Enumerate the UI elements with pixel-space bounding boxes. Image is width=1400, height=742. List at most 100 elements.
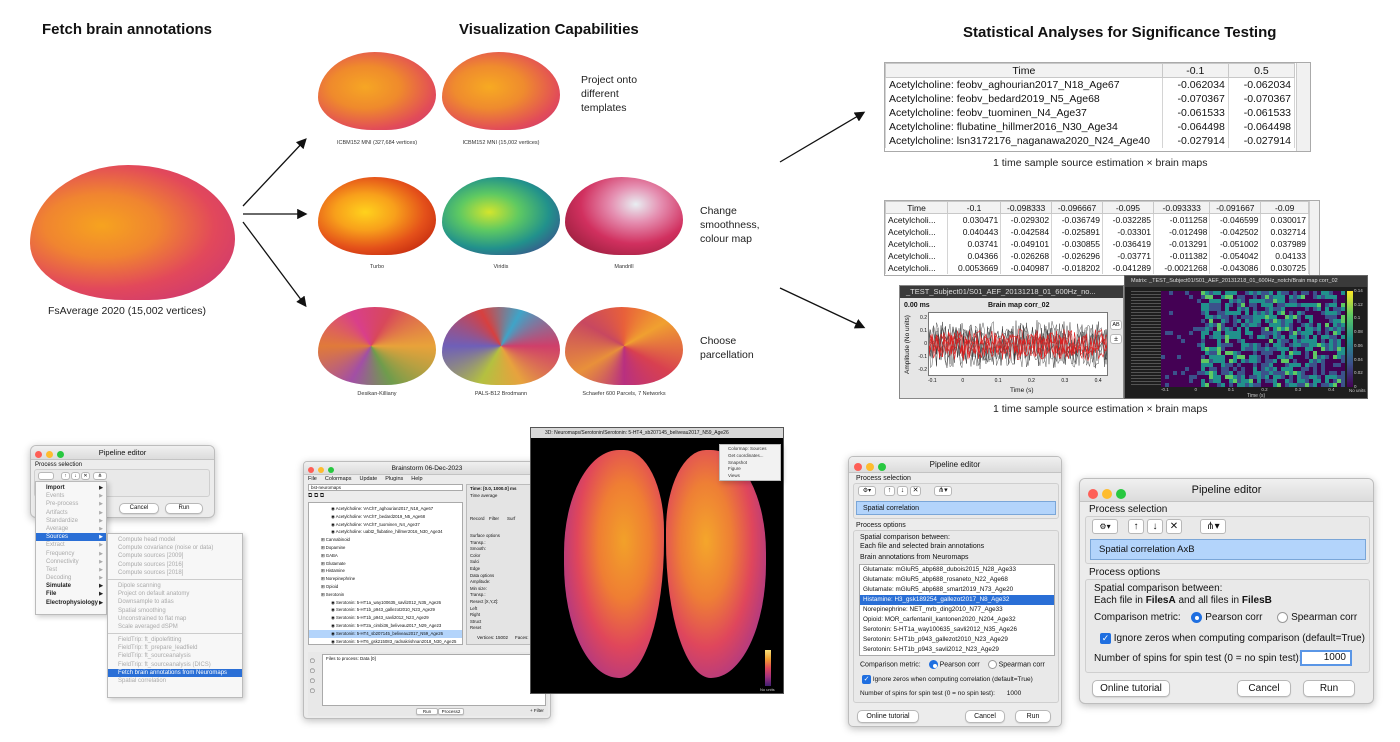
submenu-item[interactable]: Scale averaged dSPM [108,623,242,631]
submenu-item[interactable]: FieldTrip: ft_prepare_leadfield [108,644,242,652]
brainstorm-tree-item[interactable]: ◉ Acetylcholine: VAChT_bedard2019_N5_Age… [309,513,462,521]
table1-row[interactable]: Acetylcholine: feobv_aghourian2017_N18_A… [885,77,1296,92]
brainstorm-surf-tab[interactable]: Surf [507,516,516,521]
brainstorm-filter-tab[interactable]: Filter [489,516,499,521]
pe-big-spearman-radio[interactable] [1277,612,1289,623]
pe-big-add-icon[interactable]: ⚙▾ [1092,519,1118,534]
pe-mid-pearson-radio[interactable] [928,660,938,669]
submenu-item[interactable]: Project on default anatomy [108,590,242,598]
process-menu-item[interactable]: Connectivity▶ [36,558,106,566]
brainstorm-files-box[interactable]: Files to process: Data [0] [322,654,546,706]
view3d-menu-item[interactable]: Get coordinates... [720,453,780,460]
brainstorm-option[interactable]: Edge [470,565,481,571]
pe-mid-tree-icon[interactable]: ⋔▾ [934,486,952,496]
pe-big-pearson-radio[interactable] [1191,612,1203,623]
submenu-item[interactable]: Fetch brain annotations from Neuromaps [108,668,242,677]
brainstorm-process-icons[interactable]: ▢▢▢▢ [310,658,315,694]
pe-big-run-button[interactable]: Run [1303,680,1355,697]
pe-mid-add-icon[interactable]: ⚙▾ [858,486,876,496]
brainstorm-tree-item[interactable]: ⊞ Glutamate [309,560,462,568]
annotation-list-item[interactable]: Opioid: MOR_carfentanil_kantonen2020_N20… [860,615,1054,625]
pe-small-run-button[interactable]: Run [165,503,203,514]
submenu-item[interactable]: Dipole scanning [108,582,242,590]
brainstorm-tree-item[interactable]: ⊞ Serotonin [309,591,462,599]
submenu-item[interactable]: Compute sources [2009] [108,552,242,560]
process-menu-item[interactable]: Test▶ [36,566,106,574]
pe-mid-spins-input[interactable]: 1000 [1006,690,1022,697]
pe-mid-selected-process[interactable]: Spatial correlation [856,501,1056,515]
brainstorm-option[interactable]: Right [470,612,481,618]
process-menu-item[interactable]: Electrophysiology▶ [36,599,106,607]
submenu-item[interactable]: FieldTrip: ft_dipolefitting [108,636,242,644]
submenu-item[interactable]: Spatial smoothing [108,607,242,615]
pe-small-up-icon[interactable]: ↑ [61,472,70,480]
process-menu-item[interactable]: Extract▶ [36,541,106,549]
timeseries-ab-button[interactable]: AB [1110,320,1122,330]
pe-small-down-icon[interactable]: ↓ [71,472,80,480]
process-menu-item[interactable]: Average▶ [36,525,106,533]
brainstorm-tree-item[interactable]: ◉ Acetylcholine: uabt2_flubatine_hillmer… [309,528,462,536]
brainstorm-tree-item[interactable]: ◉ Serotonin: 5-HT6_gsk215083_radnakrishn… [309,638,462,644]
timeseries-flip-button[interactable]: ± [1110,334,1122,344]
pe-mid-online-tutorial-button[interactable]: Online tutorial [857,710,919,723]
brainstorm-run-button[interactable]: Run [416,708,438,715]
annotation-list-item[interactable]: Glutamate: mGluR5_abp688_dubois2015_N28_… [860,565,1054,575]
pe-mid-run-button[interactable]: Run [1015,710,1051,723]
brainstorm-tree-item[interactable]: ◉ Serotonin: 5-HT4_sb207145_beliveau2017… [309,629,462,638]
submenu-item[interactable]: Compute head model [108,536,242,544]
pe-small-tree-icon[interactable]: ⋔ [93,472,107,480]
table2-row[interactable]: Acetylcholi...0.0053669-0.040987-0.01820… [885,261,1309,274]
brainstorm-option[interactable]: Left [470,605,478,611]
brainstorm-tree-item[interactable]: ⊞ Opioid [309,583,462,591]
pe-big-up-icon[interactable]: ↑ [1128,519,1144,534]
process-menu-item[interactable]: Events▶ [36,492,106,500]
brainstorm-menu-item[interactable]: Help [411,476,423,482]
brainstorm-tree-item[interactable]: ⊞ Dopamine [309,544,462,552]
brainstorm-toolbar-icons[interactable]: ⧉ ⧉ ⧉ [308,493,325,499]
pe-mid-down-icon[interactable]: ↓ [897,486,908,496]
pe-small-add-icon[interactable] [38,472,54,480]
annotation-list-item[interactable]: Glutamate: mGluR5_abp688_rosaneto_N22_Ag… [860,575,1054,585]
process-menu-item[interactable]: Frequency▶ [36,550,106,558]
table2-row[interactable]: Acetylcholi...0.03741-0.049101-0.030855-… [885,237,1309,250]
pe-small-cancel-button[interactable]: Cancel [119,503,159,514]
table1-row[interactable]: Acetylcholine: flubatine_hillmer2016_N30… [885,119,1296,134]
table2-row[interactable]: Acetylcholi...0.04366-0.026268-0.026296-… [885,249,1309,262]
annotation-list-item[interactable]: Serotonin: 5-HT1b_p943_savli2012_N23_Age… [860,645,1054,655]
brainstorm-process2-tab[interactable]: Process2 [438,708,464,715]
pe-mid-spearman-radio[interactable] [987,660,997,669]
pe-mid-annotation-list[interactable]: Glutamate: mGluR5_abp688_dubois2015_N28_… [859,564,1055,656]
annotation-list-item[interactable]: Serotonin: 5-HT1b_p943_gallezot2010_N23_… [860,635,1054,645]
brainstorm-tree-item[interactable]: ⊞ GABA [309,552,462,560]
brainstorm-menu-item[interactable]: File [308,476,317,482]
table1-row[interactable]: Acetylcholine: feobv_bedard2019_N5_Age68… [885,91,1296,106]
brainstorm-tree-item[interactable]: ◉ Acetylcholine: VAChT_aghourian2017_N18… [309,505,462,513]
process-menu-item[interactable]: Sources▶ [36,533,106,542]
annotation-list-item[interactable]: Glutamate: mGluR5_abp688_smart2019_N73_A… [860,585,1054,595]
view3d-menu-item[interactable]: Figure [720,466,780,473]
process-menu-item[interactable]: Artifacts▶ [36,509,106,517]
table2-row[interactable]: Acetylcholi...0.040443-0.042584-0.025891… [885,225,1309,238]
pe-mid-up-icon[interactable]: ↑ [884,486,895,496]
view3d-menu-item[interactable]: Colormap: Sources [720,446,780,453]
pe-big-online-tutorial-button[interactable]: Online tutorial [1092,680,1170,697]
submenu-item[interactable]: Downsample to atlas [108,598,242,606]
brainstorm-tree-item[interactable]: ◉ Acetylcholine: VAChT_tuominen_N4_Age37 [309,521,462,529]
view3d-menu-item[interactable]: Snapshot [720,460,780,467]
brainstorm-tree-item[interactable]: ⊞ Cannabinoid [309,536,462,544]
annotation-list-item[interactable]: Histamine: H3_gsk189254_gallezot2017_N8_… [860,595,1054,605]
submenu-item[interactable]: Compute sources [2018] [108,569,242,577]
submenu-item[interactable]: Spatial correlation [108,677,242,685]
pe-big-ignore-checkbox[interactable]: ✓ [1100,633,1111,644]
pe-mid-delete-icon[interactable]: ✕ [910,486,921,496]
process-menu-item[interactable]: File▶ [36,590,106,598]
brainstorm-tree-item[interactable]: ◉ Serotonin: 5-HT1a_way100635_savli2012_… [309,599,462,607]
brainstorm-tree-item[interactable]: ◉ Serotonin: 5-HT2a_cimbi36_beliveau2017… [309,622,462,630]
brainstorm-tree-item[interactable]: ⊞ Norepinephrine [309,575,462,583]
table1-row[interactable]: Acetylcholine: feobv_tuominen_N4_Age37-0… [885,105,1296,120]
annotation-list-item[interactable]: Serotonin: 5-HT1a_way100635_savli2012_N3… [860,625,1054,635]
pe-big-cancel-button[interactable]: Cancel [1237,680,1291,697]
process-menu-item[interactable]: Simulate▶ [36,582,106,590]
submenu-item[interactable]: FieldTrip: ft_sourceanalysis [108,652,242,660]
process-menu-item[interactable]: Decoding▶ [36,574,106,582]
